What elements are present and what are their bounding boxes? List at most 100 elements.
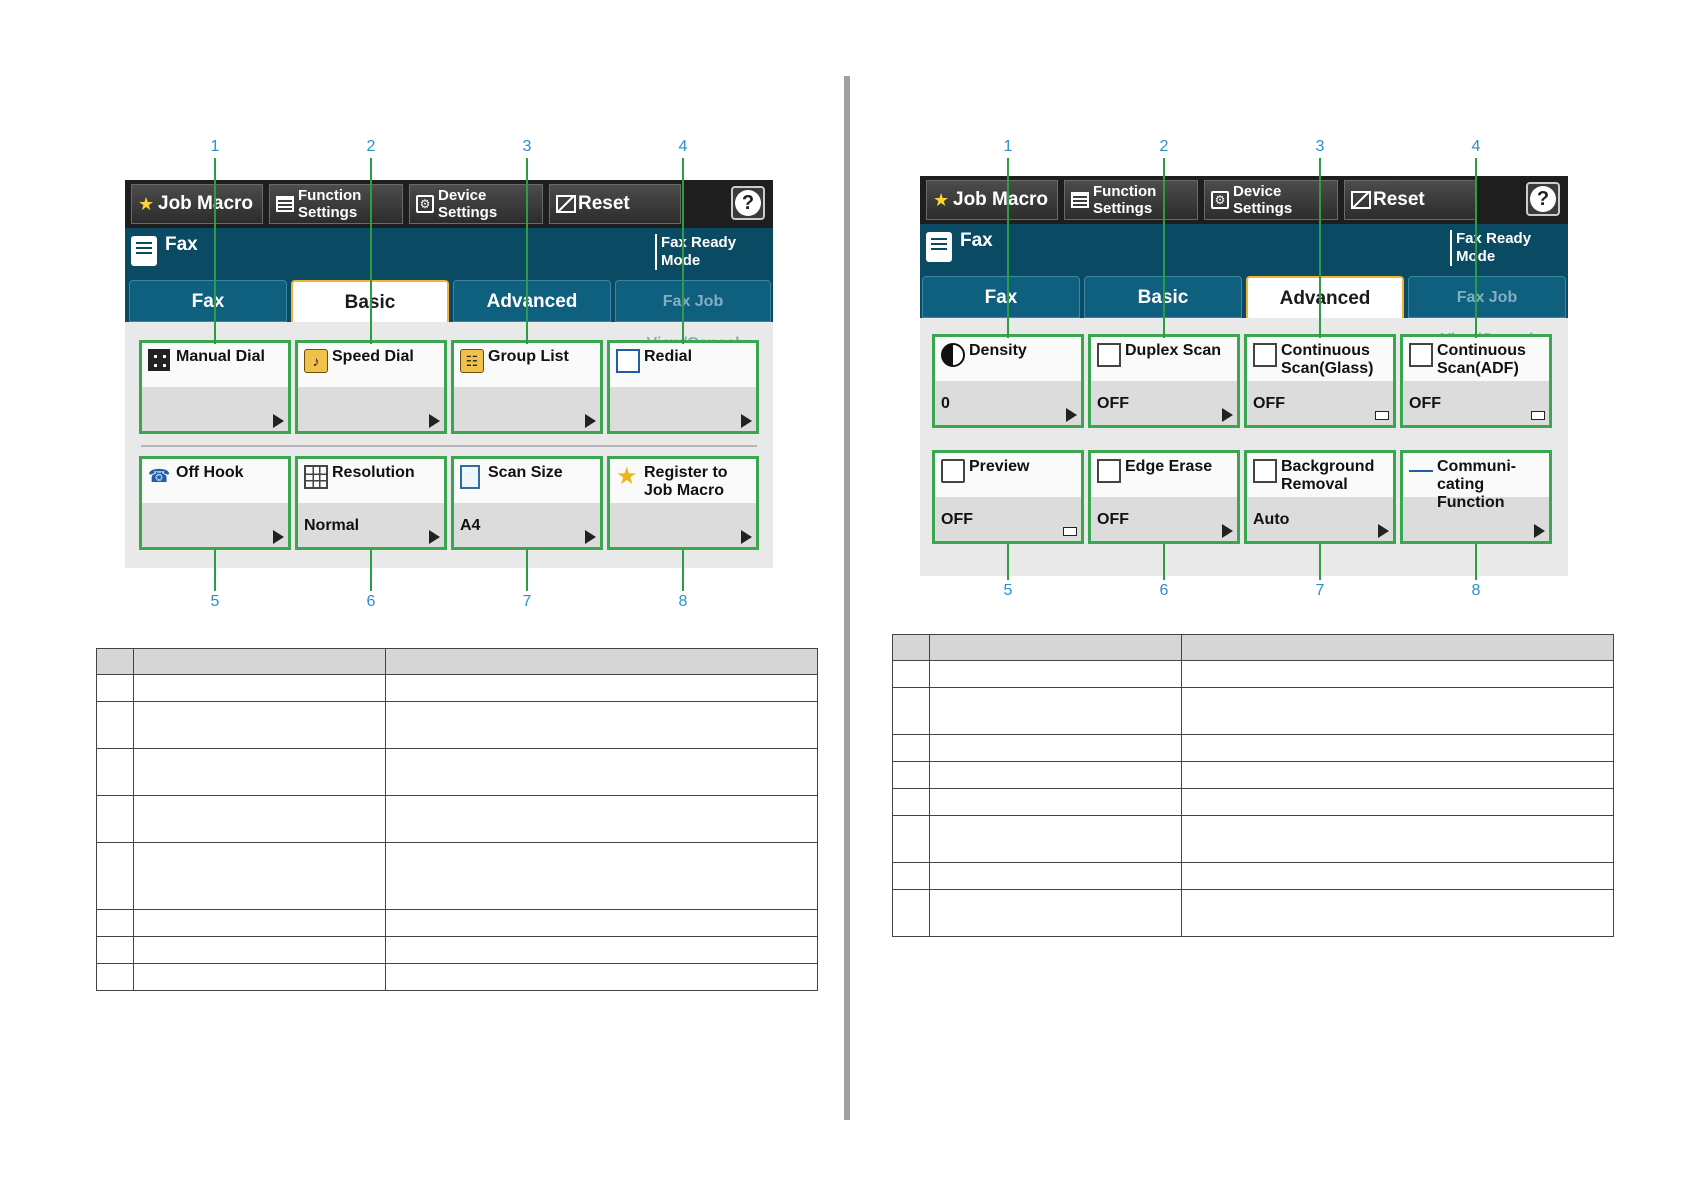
tile-off-hook[interactable]: ☎Off Hook [139,456,291,550]
status-line2: Mode [661,252,701,269]
redial-icon [616,349,640,373]
table-header-cell [928,634,1183,661]
preview-magnifier-icon [941,459,965,483]
fax-icon [926,232,952,262]
tile-value: Auto [1253,511,1290,528]
tile-value: A4 [460,517,481,534]
table-cell [892,889,930,937]
tile-label: Speed Dial [332,348,414,365]
tile-continuous-scan-glass[interactable]: Continuous Scan(Glass)OFF [1244,334,1396,428]
tile-continuous-scan-adf[interactable]: Continuous Scan(ADF)OFF [1400,334,1552,428]
tile-communi-cating-function[interactable]: Communi-cating Function [1400,450,1552,544]
toggle-box-icon [1531,411,1545,420]
table-cell [928,862,1183,890]
arrow-right-icon [585,530,596,544]
tile-label: Continuous Scan(ADF) [1437,342,1526,377]
status-line1: Fax Ready [1456,230,1532,247]
reset-button[interactable]: Reset [1344,180,1476,220]
reset-label: Reset [1373,189,1425,210]
tab-advanced[interactable]: Advanced [453,280,611,322]
table-row [892,660,1614,688]
table-cell [385,936,818,964]
callout-number: 7 [1315,582,1325,599]
table-cell [928,734,1183,762]
status-line1: Fax Ready [661,234,737,251]
table-cell [892,761,930,789]
table-cell [385,674,818,702]
speed-dial-book-icon: ♪ [304,349,328,373]
job-macro-button[interactable]: ★Job Macro [131,184,263,224]
arrow-right-icon [273,414,284,428]
tile-group-list[interactable]: ☷Group List [451,340,603,434]
table-cell [132,909,387,937]
table-row [892,788,1614,816]
table-cell [892,734,930,762]
table-header-cell [96,648,134,675]
reset-button[interactable]: Reset [549,184,681,224]
table-cell [928,687,1183,735]
tab-fax-job-view-cancel[interactable]: Fax Job View/Cancel [615,280,771,352]
callout-line [214,158,216,344]
device-settings-line1: Device [1233,183,1282,200]
callout-line [1475,544,1477,580]
callout-number: 3 [522,138,532,155]
tile-speed-dial[interactable]: ♪Speed Dial [295,340,447,434]
table-row [96,748,818,796]
table-cell [1181,687,1614,735]
arrow-right-icon [741,530,752,544]
help-button[interactable]: ? [1526,182,1560,216]
tile-register-to-job-macro[interactable]: ★Register to Job Macro [607,456,759,550]
table-cell [132,795,387,843]
table-cell [385,842,818,910]
help-icon: ? [735,190,761,216]
tile-manual-dial[interactable]: Manual Dial [139,340,291,434]
tab-fax-job-view-cancel[interactable]: Fax Job View/Cancel [1408,276,1566,348]
tile-label: Preview [969,458,1030,475]
table-cell [892,862,930,890]
function-settings-line1: Function [298,187,362,204]
tile-label: Density [969,342,1027,359]
table-cell [385,748,818,796]
tile-label: Resolution [332,464,415,481]
callout-line [1163,544,1165,580]
arrow-right-icon [1222,408,1233,422]
tile-value: OFF [1097,511,1129,528]
table-cell [892,815,930,863]
table-cell [96,674,134,702]
arrow-right-icon [741,414,752,428]
callout-number: 1 [1003,138,1013,155]
help-button[interactable]: ? [731,186,765,220]
tab-advanced[interactable]: Advanced [1246,276,1404,318]
tile-redial[interactable]: Redial [607,340,759,434]
table-row [96,701,818,749]
tab-fax[interactable]: Fax [129,280,287,322]
tab-fax[interactable]: Fax [922,276,1080,318]
keypad-icon [148,349,170,371]
arrow-right-icon [585,414,596,428]
table-row [892,862,1614,890]
table-row [96,795,818,843]
table-row [892,815,1614,863]
job-macro-button[interactable]: ★Job Macro [926,180,1058,220]
tile-label: Group List [488,348,569,365]
tile-label: Register to Job Macro [644,464,728,499]
tile-label: Continuous Scan(Glass) [1281,342,1374,377]
edge-erase-icon [1097,459,1121,483]
tile-value: OFF [941,511,973,528]
callout-number: 8 [678,593,688,610]
table-cell [928,815,1183,863]
table-cell [1181,788,1614,816]
